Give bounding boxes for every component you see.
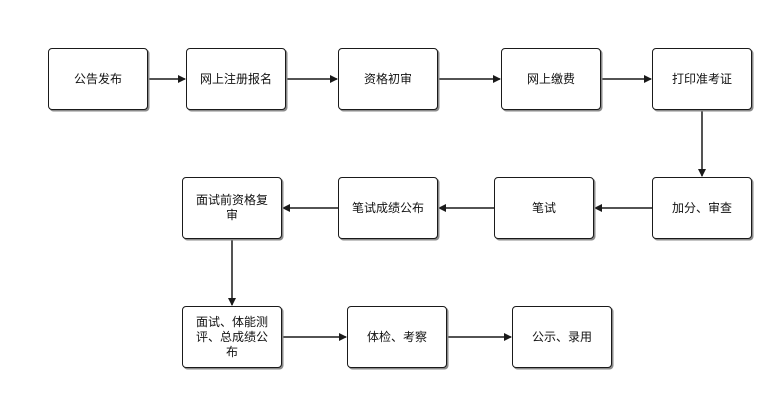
step-bonus-review: 加分、审查: [652, 177, 752, 239]
step-online-payment: 网上缴费: [501, 48, 601, 110]
step-announcement: 公告发布: [48, 48, 148, 110]
step-publicity-hiring: 公示、录用: [512, 306, 612, 368]
step-print-admission: 打印准考证: [652, 48, 752, 110]
step-written-exam: 笔试: [494, 177, 594, 239]
step-written-results: 笔试成绩公布: [338, 177, 438, 239]
step-pre-interview-review: 面试前资格复 审: [182, 177, 282, 239]
step-initial-review: 资格初审: [338, 48, 438, 110]
step-medical-inspection: 体检、考察: [347, 306, 447, 368]
step-interview-fitness: 面试、体能测 评、总成绩公 布: [182, 306, 282, 368]
step-online-registration: 网上注册报名: [186, 48, 286, 110]
